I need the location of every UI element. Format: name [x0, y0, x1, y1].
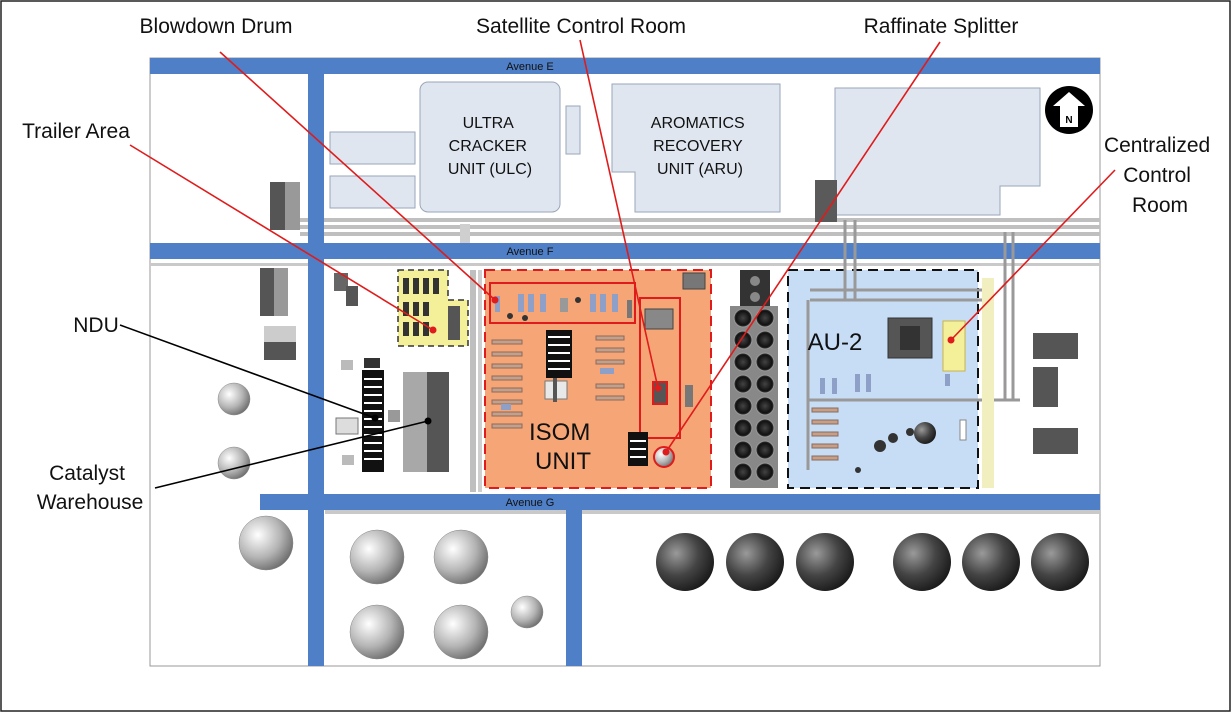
avenue-f-road: [150, 243, 1100, 259]
avenue-e-road: [150, 58, 1100, 74]
avenue-f-label: Avenue F: [507, 246, 554, 258]
au-2-label: AU-2: [808, 329, 863, 356]
ulc-building: [419, 81, 561, 213]
callout-lines: [119, 39, 1116, 489]
aru-label: AROMATICS RECOVERY UNIT (ARU): [651, 115, 749, 178]
ndu-label: NDU: [73, 314, 119, 337]
catalyst-warehouse-building: [403, 372, 449, 472]
roads: [150, 58, 1100, 666]
aru-building: [611, 83, 781, 213]
catalyst-callout-line: [154, 420, 429, 489]
blowdown-drum-box: [489, 282, 636, 324]
north-arrow-icon: N: [1045, 86, 1093, 134]
svg-text:N: N: [1065, 115, 1072, 126]
west-equipment: [260, 268, 358, 465]
raffinate-callout-line: [665, 41, 941, 453]
satellite-callout-line: [579, 39, 659, 389]
storage-tanks: [217, 382, 1089, 660]
satellite-control-room-label: Satellite Control Room: [476, 15, 686, 38]
north-equipment: [270, 180, 837, 230]
raffinate-splitter-label: Raffinate Splitter: [864, 15, 1019, 38]
north-buildings: [329, 81, 1041, 216]
south-connector-road: [566, 494, 582, 666]
ulc-label: ULTRA CRACKER UNIT (ULC): [448, 115, 532, 178]
air-cooler-fan-bank: [730, 270, 778, 488]
avenue-g-road: [260, 494, 1100, 510]
trailer-area-label: Trailer Area: [22, 120, 130, 143]
ndu-unit: [335, 358, 400, 472]
centralized-control-room-label: Centralized Control Room: [1104, 134, 1216, 217]
blowdown-callout-line: [219, 51, 496, 301]
trailer-callout-line: [129, 144, 434, 331]
blowdown-drum-label: Blowdown Drum: [140, 15, 293, 38]
east-equipment: [1033, 333, 1078, 454]
callout-dots: [371, 296, 955, 456]
avenue-g-label: Avenue G: [506, 497, 555, 509]
ndu-callout-line: [119, 324, 376, 419]
west-road: [308, 58, 324, 666]
avenue-e-label: Avenue E: [506, 61, 554, 73]
centralized-control-room-box: [942, 320, 966, 372]
isom-equipment: [489, 272, 706, 468]
centralized-callout-line: [950, 169, 1116, 341]
au-2-equipment: [806, 220, 1020, 488]
catalyst-warehouse-label: Catalyst Warehouse: [37, 462, 144, 514]
isom-unit-label: ISOM UNIT: [529, 419, 597, 475]
trailer-area-trailers: [403, 278, 460, 340]
